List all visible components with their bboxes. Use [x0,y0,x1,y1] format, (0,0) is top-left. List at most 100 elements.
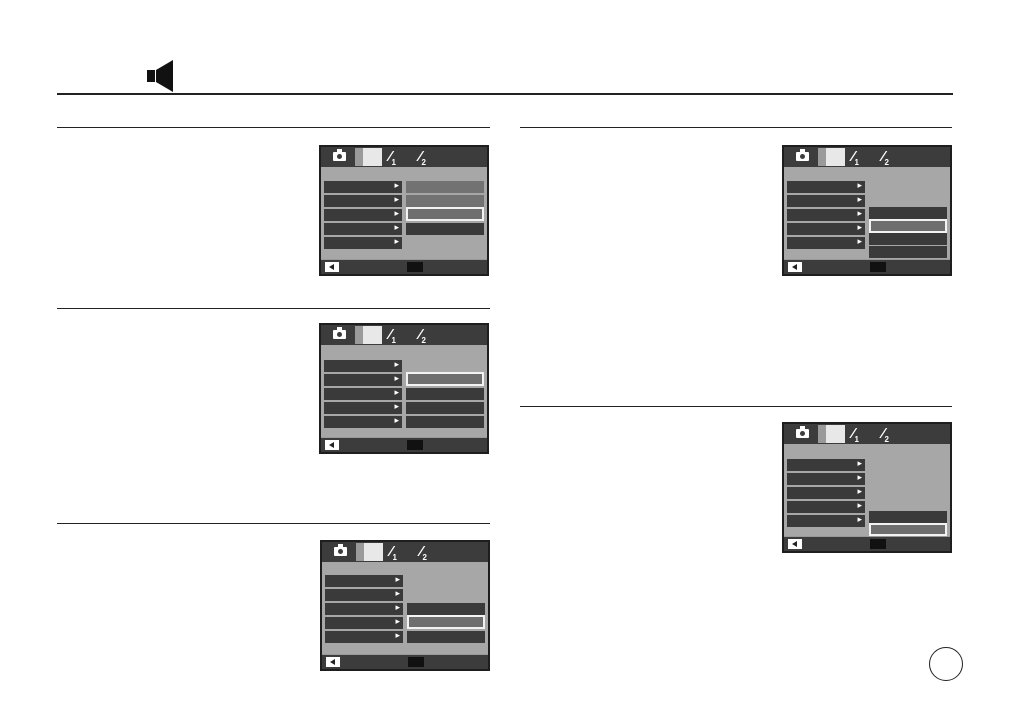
menu-item[interactable]: ▸ [787,486,865,499]
setup2-tab[interactable]: ⁄2 [417,326,441,345]
menu-option[interactable] [869,207,947,219]
camera-icon [333,149,346,161]
setup1-tab[interactable]: ⁄1 [850,425,874,444]
menu-item[interactable]: ▸ [787,180,865,193]
lcd-bottom-bar [784,259,950,274]
setup1-tab[interactable]: ⁄1 [387,326,411,345]
menu-option[interactable] [407,603,485,615]
back-arrow-icon[interactable] [325,262,339,272]
menu-item[interactable]: ▸ [324,222,402,235]
menu-item[interactable]: ▸ [787,500,865,513]
back-arrow-icon[interactable] [326,657,340,667]
chevron-right-icon: ▸ [395,588,400,598]
section-rule [57,127,490,128]
section-rule [57,523,490,524]
menu-option[interactable] [869,511,947,523]
menu-item[interactable]: ▸ [324,401,402,414]
chevron-right-icon: ▸ [394,387,399,397]
chevron-right-icon: ▸ [857,222,862,232]
header-rule [57,93,953,95]
menu-option[interactable] [406,388,484,400]
setup2-tab[interactable]: ⁄2 [417,148,441,167]
menu-option[interactable] [406,402,484,414]
sound-tab[interactable] [355,326,382,344]
menu-item[interactable]: ▸ [787,236,865,249]
setup2-tab[interactable]: ⁄2 [880,148,904,167]
ok-button[interactable] [870,539,886,549]
menu-option-selected[interactable] [407,615,485,629]
lcd-bottom-bar [321,259,487,274]
menu-item[interactable]: ▸ [787,194,865,207]
menu-tab-bar: ⁄1 ⁄2 [322,542,488,562]
chevron-right-icon: ▸ [857,180,862,190]
lcd-menu-screen: ⁄1 ⁄2 ▸ ▸ ▸ ▸ ▸ [319,323,489,454]
menu-option[interactable] [407,631,485,643]
menu-item[interactable]: ▸ [325,574,403,587]
sound-tab[interactable] [818,425,845,443]
menu-tab-bar: ⁄1 ⁄2 [784,147,950,167]
camera-icon [796,426,809,438]
menu-item[interactable]: ▸ [324,236,402,249]
section-rule [520,406,952,407]
menu-option-selected[interactable] [869,219,947,233]
menu-item[interactable]: ▸ [787,208,865,221]
ok-button[interactable] [408,657,424,667]
menu-item[interactable]: ▸ [324,208,402,221]
ok-button[interactable] [407,440,423,450]
menu-option-selected[interactable] [869,523,947,536]
setup2-tab[interactable]: ⁄2 [880,425,904,444]
camera-tab[interactable] [329,148,351,166]
lcd-menu-screen: ⁄1 ⁄2 ▸ ▸ ▸ ▸ ▸ [782,145,952,276]
wrench-1-icon: ⁄1 [389,148,396,167]
setup1-tab[interactable]: ⁄1 [387,148,411,167]
sound-tab[interactable] [818,148,845,166]
sound-tab[interactable] [355,148,382,166]
chevron-right-icon: ▸ [395,630,400,640]
menu-item[interactable]: ▸ [787,458,865,471]
setup2-tab[interactable]: ⁄2 [418,543,442,562]
menu-item[interactable]: ▸ [324,415,402,428]
menu-option-selected[interactable] [406,207,484,221]
menu-item[interactable]: ▸ [325,588,403,601]
lcd-menu-screen: ⁄1 ⁄2 ▸ ▸ ▸ ▸ ▸ [319,145,489,276]
camera-tab[interactable] [792,425,814,443]
menu-option[interactable] [406,181,484,193]
camera-tab[interactable] [329,326,351,344]
chevron-right-icon: ▸ [394,359,399,369]
ok-button[interactable] [870,262,886,272]
back-arrow-icon[interactable] [788,539,802,549]
menu-item[interactable]: ▸ [787,472,865,485]
chevron-right-icon: ▸ [394,236,399,246]
menu-option[interactable] [406,195,484,207]
chevron-right-icon: ▸ [395,602,400,612]
menu-item[interactable]: ▸ [787,222,865,235]
menu-item[interactable]: ▸ [324,373,402,386]
menu-item[interactable]: ▸ [325,630,403,643]
back-arrow-icon[interactable] [325,440,339,450]
menu-option-selected[interactable] [406,372,484,386]
sound-tab[interactable] [356,543,383,561]
setup1-tab[interactable]: ⁄1 [388,543,412,562]
menu-item[interactable]: ▸ [324,180,402,193]
chevron-right-icon: ▸ [857,500,862,510]
section-rule [57,308,490,309]
menu-item[interactable]: ▸ [324,387,402,400]
lcd-bottom-bar [784,536,950,551]
chevron-right-icon: ▸ [394,373,399,383]
back-arrow-icon[interactable] [788,262,802,272]
ok-button[interactable] [407,262,423,272]
menu-option[interactable] [406,416,484,428]
menu-option[interactable] [869,246,947,258]
setup1-tab[interactable]: ⁄1 [850,148,874,167]
menu-option[interactable] [406,223,484,235]
wrench-2-icon: ⁄2 [420,543,427,562]
camera-tab[interactable] [792,148,814,166]
menu-item[interactable]: ▸ [325,602,403,615]
menu-item[interactable]: ▸ [324,359,402,372]
camera-tab[interactable] [330,543,352,561]
menu-item[interactable]: ▸ [787,514,865,527]
menu-item[interactable]: ▸ [325,616,403,629]
menu-item[interactable]: ▸ [324,194,402,207]
wrench-1-icon: ⁄1 [852,425,859,444]
menu-option[interactable] [869,233,947,245]
